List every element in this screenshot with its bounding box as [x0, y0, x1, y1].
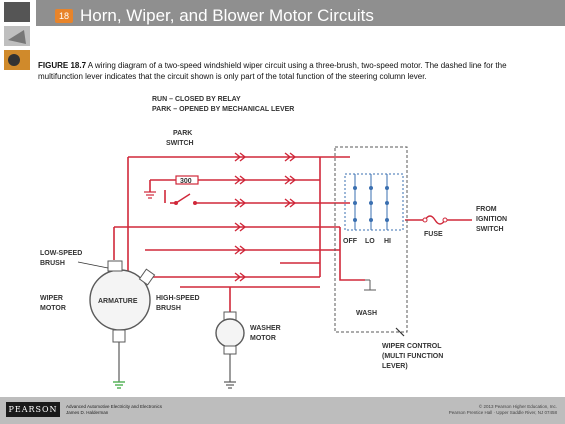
wiper-control-1: WIPER CONTROL: [382, 343, 442, 350]
park-switch-label-2: SWITCH: [166, 140, 194, 147]
washer-bottom: [223, 345, 237, 355]
switch-hi: HI: [384, 238, 391, 245]
control-pointer: [395, 327, 405, 337]
washer-motor: [215, 318, 245, 348]
book-author: James D. Halderman: [66, 410, 109, 415]
wires: [113, 156, 472, 312]
legend-run: RUN – CLOSED BY RELAY: [152, 96, 241, 103]
wire-wash: [339, 227, 365, 281]
copyright-line-1: © 2013 Pearson Higher Education, Inc.: [478, 404, 557, 409]
legend-park: PARK – OPENED BY MECHANICAL LEVER: [152, 106, 294, 113]
figure-text: A wiring diagram of a two-speed windshie…: [38, 61, 507, 81]
switch-off: OFF: [343, 238, 358, 245]
speed-selector: [344, 173, 404, 231]
connector-3: [234, 198, 247, 208]
header-band: [36, 0, 565, 26]
fuse-symbol: [424, 215, 446, 225]
pearson-logo: PEARSON: [6, 402, 60, 417]
connector-4: [234, 222, 247, 232]
high-speed-label-2: BRUSH: [156, 305, 181, 312]
figure-label: FIGURE 18.7: [38, 61, 87, 70]
park-switch-label-1: PARK: [173, 130, 192, 137]
low-speed-label-1: LOW-SPEED: [40, 250, 82, 257]
connector-6: [234, 272, 247, 282]
slide-title: Horn, Wiper, and Blower Motor Circuits: [80, 6, 374, 25]
high-speed-label-1: HIGH-SPEED: [156, 295, 200, 302]
low-speed-brush: [107, 260, 123, 272]
connector-8: [284, 175, 297, 185]
resistor: [175, 175, 199, 185]
connector-1: [234, 152, 247, 162]
wiper-motor-label-2: MOTOR: [40, 305, 66, 312]
switch-lo: LO: [365, 238, 375, 245]
chapter-thumbnails: [0, 0, 36, 80]
low-speed-label-2: BRUSH: [40, 260, 65, 267]
wiper-circuit-diagram: RUN – CLOSED BY RELAY PARK – OPENED BY M…: [40, 96, 507, 389]
relay-contact-right: [193, 201, 197, 205]
copyright-line-2: Pearson Prentice Hall · Upper Saddle Riv…: [448, 410, 557, 415]
figure-caption: FIGURE 18.7 A wiring diagram of a two-sp…: [38, 60, 553, 82]
high-speed-brush: [138, 268, 156, 286]
wash-switch: [364, 279, 376, 291]
connectors: [234, 152, 297, 282]
washer-label-1: WASHER: [250, 325, 281, 332]
from-ignition-1: FROM: [476, 206, 497, 213]
low-speed-leader: [77, 261, 109, 269]
resistor-value: 300: [180, 178, 192, 185]
chapter-badge: 18: [55, 9, 73, 23]
book-credit: Advanced Automotive Electricity and Elec…: [66, 404, 162, 416]
contact-dots: [353, 186, 389, 222]
connector-2: [234, 175, 247, 185]
connector-7: [284, 152, 297, 162]
wiper-motor-label-1: WIPER: [40, 295, 63, 302]
wiper-control-box: [334, 146, 408, 333]
washer-label-2: MOTOR: [250, 335, 276, 342]
from-ignition-3: SWITCH: [476, 226, 504, 233]
wash-label: WASH: [356, 310, 377, 317]
slide-header: 18 Horn, Wiper, and Blower Motor Circuit…: [0, 0, 565, 52]
relay-blade: [175, 193, 191, 204]
thumbnail-3-shape: [8, 54, 20, 66]
wiper-control-2: (MULTI FUNCTION: [382, 353, 443, 360]
from-ignition-2: IGNITION: [476, 216, 507, 223]
copyright: © 2013 Pearson Higher Education, Inc. Pe…: [449, 404, 557, 416]
fuse-label: FUSE: [424, 231, 443, 238]
book-title: Advanced Automotive Electricity and Elec…: [66, 404, 163, 409]
common-brush: [112, 329, 126, 343]
connector-9: [284, 198, 297, 208]
washer-ground: [224, 381, 236, 389]
slide-footer: PEARSON Advanced Automotive Electricity …: [0, 397, 565, 424]
thumbnail-1: [4, 2, 30, 22]
motor-ground: [113, 381, 125, 389]
thumbnail-2-shape: [8, 30, 26, 44]
armature-label: ARMATURE: [98, 298, 138, 305]
connector-5: [234, 245, 247, 255]
park-ground: [144, 191, 156, 199]
wiper-control-3: LEVER): [382, 363, 408, 370]
